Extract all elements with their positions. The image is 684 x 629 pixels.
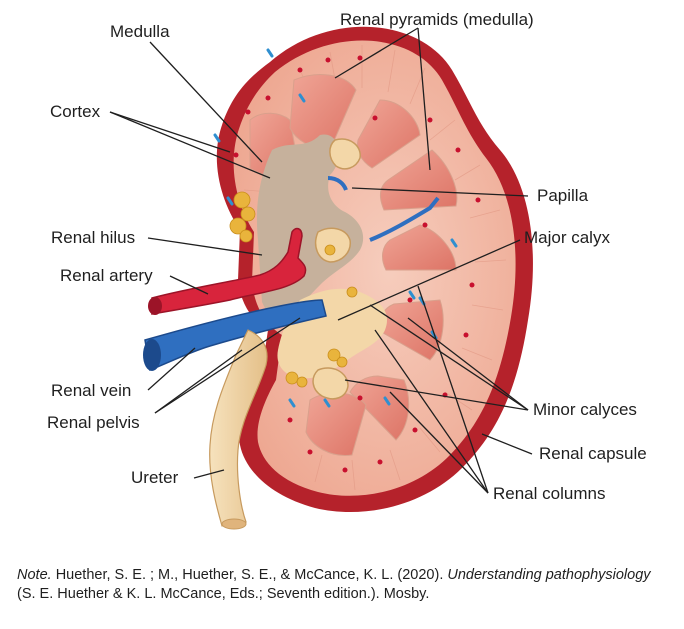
label-renal-vein: Renal vein <box>51 381 132 400</box>
interlobar-vessel-2 <box>327 176 348 191</box>
note-label: Note. <box>17 567 52 583</box>
kidney-diagram <box>109 26 533 530</box>
label-renal-capsule: Renal capsule <box>539 444 647 463</box>
renal-vein-opening <box>143 339 161 371</box>
label-medulla: Medulla <box>110 22 170 41</box>
pyramid-5 <box>382 224 457 271</box>
label-cortex: Cortex <box>50 102 101 121</box>
label-renal-artery: Renal artery <box>60 266 153 285</box>
label-minor-calyces: Minor calyces <box>533 400 637 419</box>
note-title: Understanding pathophysiology <box>447 567 651 583</box>
pyramid-2 <box>289 74 357 151</box>
minor-calyx-lower <box>312 367 349 400</box>
label-papilla: Papilla <box>537 186 589 205</box>
minor-calyx-mid <box>329 138 361 170</box>
leader-lines <box>109 27 533 494</box>
ureter-opening <box>221 518 247 530</box>
label-renal-columns: Renal columns <box>493 484 606 503</box>
note-rest: (S. E. Huether & K. L. McCance, Eds.; Se… <box>17 586 430 602</box>
pyramid-7 <box>349 375 410 441</box>
label-renal-pelvis: Renal pelvis <box>47 413 140 432</box>
minor-calyx-upper <box>314 227 351 263</box>
renal-artery-vessel <box>151 227 307 315</box>
citation-note: Note. Huether, S. E. ; M., Huether, S. E… <box>17 566 667 604</box>
label-renal-pyramids: Renal pyramids (medulla) <box>340 10 534 29</box>
interlobar-vessel <box>369 196 440 242</box>
renal-artery-opening <box>148 297 162 315</box>
label-major-calyx: Major calyx <box>524 228 610 247</box>
label-ureter: Ureter <box>131 468 179 487</box>
label-renal-hilus: Renal hilus <box>51 228 136 247</box>
pyramid-4 <box>380 149 458 211</box>
pyramid-6 <box>377 299 444 361</box>
fat-deposits <box>229 191 358 388</box>
ureter-tube <box>209 329 268 527</box>
note-authors: Huether, S. E. ; M., Huether, S. E., & M… <box>55 567 444 583</box>
